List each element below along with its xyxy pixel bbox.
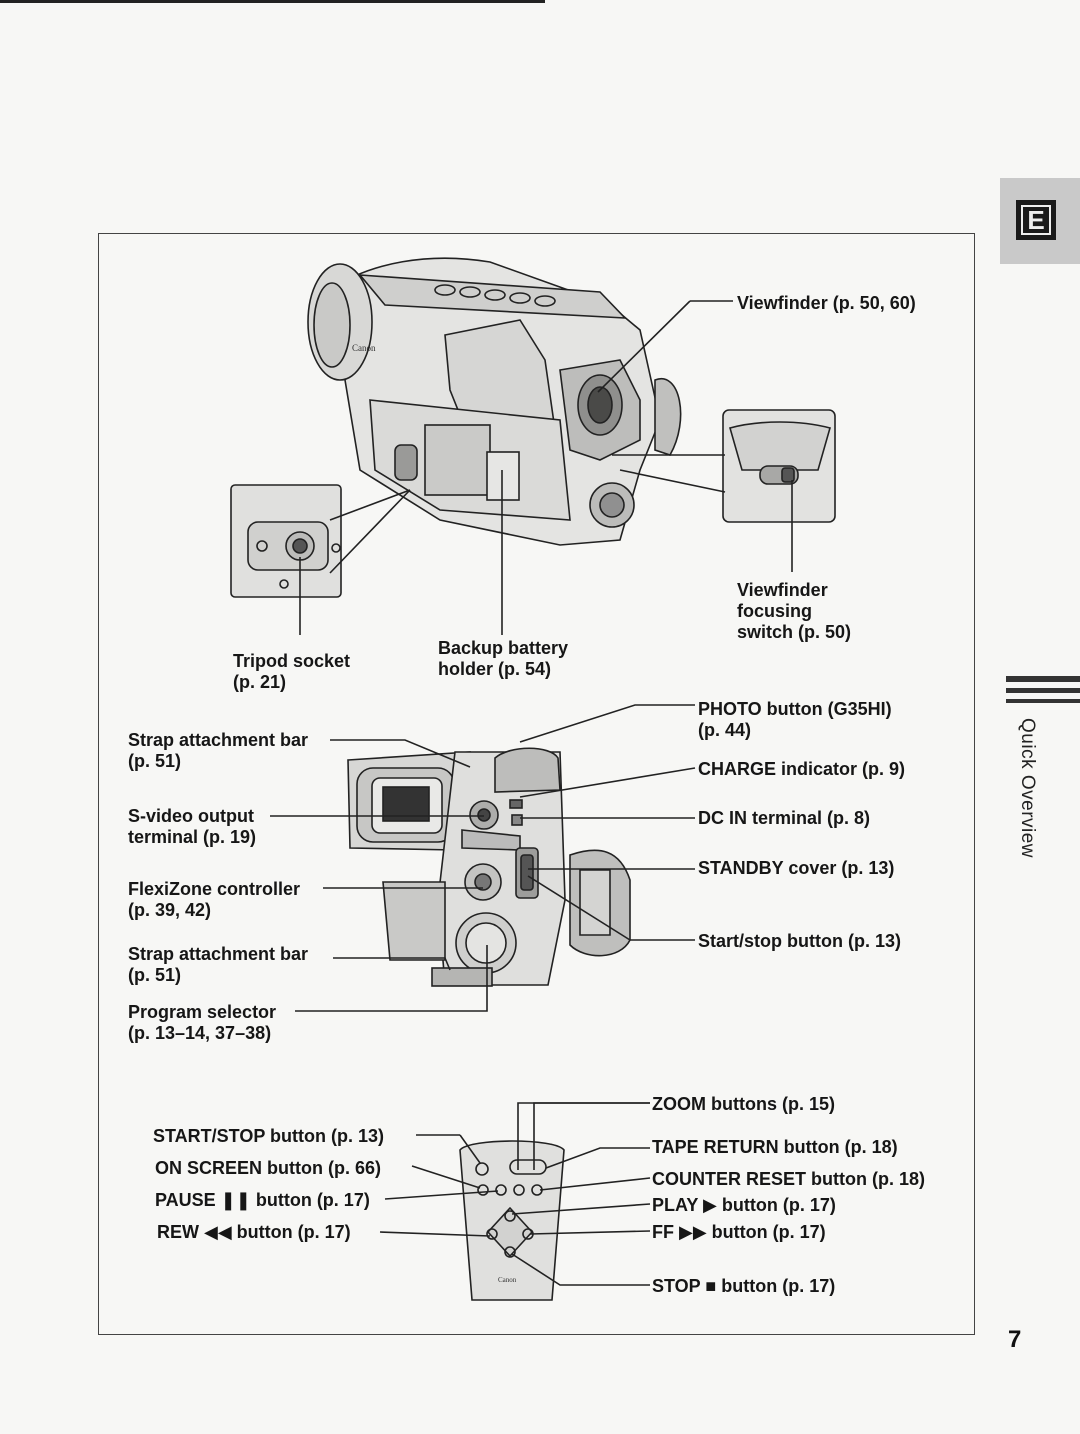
program-selector-label: Program selector (p. 13–14, 37–38) [128, 1002, 276, 1044]
viewfinder-switch-inset [612, 409, 836, 523]
quick-overview-side-label: Quick Overview [1017, 718, 1038, 859]
remote-tape-return-label: TAPE RETURN button (p. 18) [652, 1137, 898, 1157]
dc-in-terminal-label: DC IN terminal (p. 8) [698, 808, 871, 828]
camcorder-top-view: Canon [307, 257, 682, 546]
charge-indicator-label: CHARGE indicator (p. 9) [698, 759, 906, 779]
label-line: Tripod socket [233, 651, 351, 671]
s-video-output-label: S-video output terminal (p. 19) [128, 806, 256, 848]
photo-button-label: PHOTO button (G35HI) (p. 44) [698, 699, 892, 741]
label-line: terminal (p. 19) [128, 827, 257, 847]
remote-stop-label: STOP ■ button (p. 17) [652, 1276, 836, 1296]
backup-battery-label: Backup battery holder (p. 54) [438, 638, 568, 680]
strap-attachment-bar-lower-label: Strap attachment bar (p. 51) [128, 944, 308, 986]
section-tab: E [1000, 178, 1080, 264]
viewfinder-label: Viewfinder (p. 50, 60) [737, 293, 916, 313]
label-line: (p. 51) [128, 751, 182, 771]
side-bar [1006, 676, 1080, 682]
page-number: 7 [1008, 1326, 1022, 1353]
viewfinder-focusing-label: Viewfinder focusing switch (p. 50) [737, 580, 851, 643]
remote-logo: Canon [498, 1276, 517, 1284]
label-line: Strap attachment bar [128, 730, 309, 750]
label-line: switch (p. 50) [737, 622, 852, 642]
side-bar [1006, 699, 1080, 703]
label-line: Strap attachment bar [128, 944, 309, 964]
label-line: S-video output [128, 806, 254, 826]
middle-leader-lines [270, 704, 696, 1012]
remote-rew-label: REW ◀◀ button (p. 17) [157, 1222, 351, 1242]
label-line: holder (p. 54) [438, 659, 552, 679]
tripod-socket-label: Tripod socket (p. 21) [233, 651, 350, 693]
remote-pause-label: PAUSE ❚❚ button (p. 17) [155, 1190, 370, 1210]
section-tab-letter: E [1021, 205, 1051, 235]
remote-ff-label: FF ▶▶ button (p. 17) [652, 1222, 826, 1242]
label-line: PHOTO button (G35HI) [698, 699, 892, 719]
label-line: (p. 44) [698, 720, 752, 740]
remote-zoom-label: ZOOM buttons (p. 15) [652, 1094, 835, 1114]
label-line: (p. 39, 42) [128, 900, 212, 920]
label-line: (p. 51) [128, 965, 182, 985]
strap-attachment-bar-upper-label: Strap attachment bar (p. 51) [128, 730, 308, 772]
label-line: (p. 13–14, 37–38) [128, 1023, 272, 1043]
remote-start-stop-label: START/STOP button (p. 13) [153, 1126, 384, 1146]
label-line: Backup battery [438, 638, 569, 658]
label-line: focusing [737, 601, 812, 621]
label-line: FlexiZone controller [128, 879, 301, 899]
tripod-socket-inset [230, 484, 411, 598]
label-line: Program selector [128, 1002, 277, 1022]
side-bar [1006, 688, 1080, 693]
remote-on-screen-label: ON SCREEN button (p. 66) [155, 1158, 381, 1178]
remote-control: Canon [459, 1140, 565, 1301]
remote-counter-reset-label: COUNTER RESET button (p. 18) [652, 1169, 925, 1189]
label-line: Viewfinder [737, 580, 828, 600]
flexizone-controller-label: FlexiZone controller (p. 39, 42) [128, 879, 300, 921]
standby-cover-label: STANDBY cover (p. 13) [698, 858, 895, 878]
illustration-frame [98, 233, 975, 1335]
camcorder-rear-view [347, 747, 631, 987]
remote-leader-lines [379, 1102, 651, 1286]
label-line: (p. 21) [233, 672, 287, 692]
start-stop-button-label: Start/stop button (p. 13) [698, 931, 901, 951]
top-leader-lines [299, 300, 793, 635]
camera-logo: Canon [352, 343, 376, 353]
remote-play-label: PLAY ▶ button (p. 17) [652, 1195, 836, 1215]
section-tab-box: E [1016, 200, 1056, 240]
top-rule [0, 0, 545, 3]
